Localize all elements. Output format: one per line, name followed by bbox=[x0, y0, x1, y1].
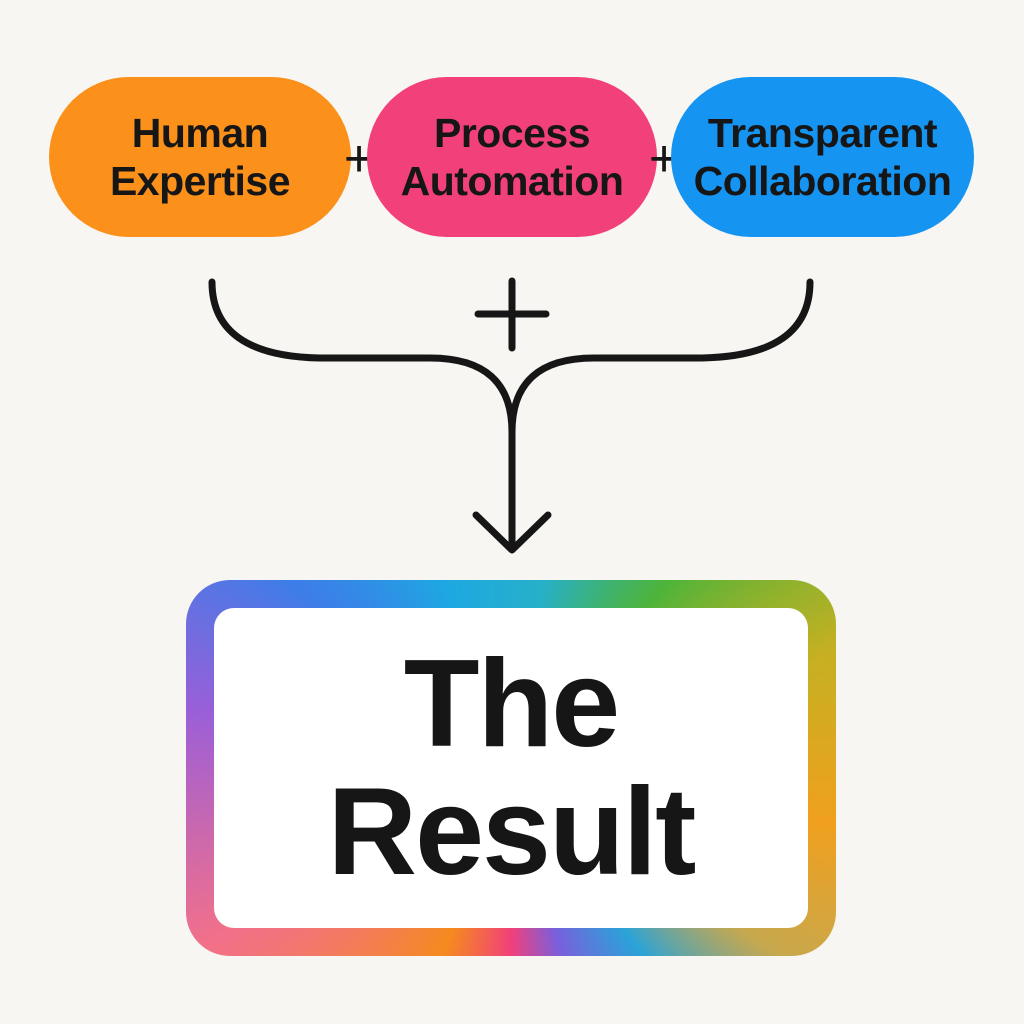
result-line1: The bbox=[403, 635, 620, 773]
merge-plus-icon bbox=[474, 277, 550, 352]
left-bracket-curve bbox=[208, 278, 516, 436]
result-box: The Result bbox=[186, 580, 836, 956]
process-automation-pill: Process Automation bbox=[367, 77, 657, 237]
transparent-collaboration-line2: Collaboration bbox=[693, 158, 952, 204]
result-box-inner: The Result bbox=[214, 608, 808, 928]
transparent-collaboration-line1: Transparent bbox=[707, 110, 938, 156]
process-automation-line2: Automation bbox=[400, 158, 624, 204]
human-expertise-line1: Human bbox=[131, 110, 269, 156]
human-expertise-pill: Human Expertise bbox=[49, 77, 351, 237]
arrow-head-icon bbox=[472, 511, 552, 554]
result-line2: Result bbox=[327, 763, 697, 901]
process-automation-line1: Process bbox=[433, 110, 591, 156]
human-expertise-line2: Expertise bbox=[109, 158, 291, 204]
transparent-collaboration-pill: Transparent Collaboration bbox=[671, 77, 974, 237]
right-bracket-curve bbox=[508, 278, 814, 436]
